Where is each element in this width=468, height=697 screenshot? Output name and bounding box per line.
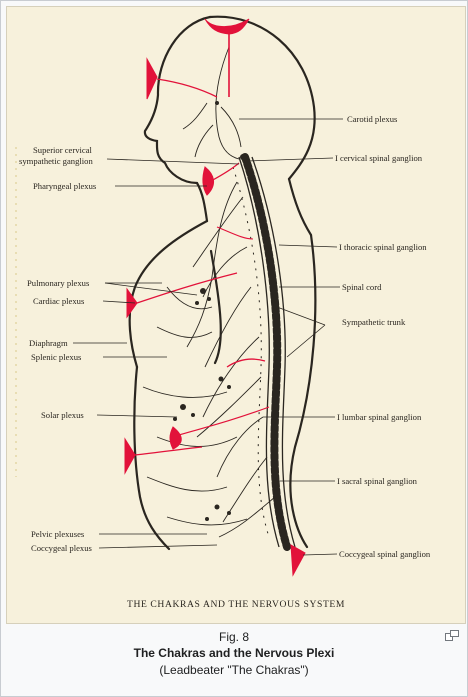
caption-source: (Leadbeater "The Chakras") — [159, 663, 309, 677]
leader-lines — [73, 118, 343, 556]
brow-chakra — [146, 57, 158, 100]
label-cardiac-plexus: Cardiac plexus — [33, 296, 85, 306]
label-carotid-plexus: Carotid plexus — [347, 114, 398, 124]
magnify-clip-icon[interactable] — [445, 628, 459, 641]
label-sacral-ganglion: I sacral spinal ganglion — [337, 476, 418, 486]
label-thoracic-ganglion: I thoracic spinal ganglion — [339, 242, 427, 252]
nervous-system-illustration: Superior cervical sympathetic ganglion P… — [15, 15, 431, 610]
sacral-chakra — [124, 437, 136, 475]
solar-chakra — [169, 426, 182, 450]
label-pulmonary-plexus: Pulmonary plexus — [27, 278, 90, 288]
figure-image[interactable]: Superior cervical sympathetic ganglion P… — [6, 6, 466, 624]
label-superior-cervical-2: sympathetic ganglion — [19, 156, 93, 166]
label-lumbar-ganglion: I lumbar spinal ganglion — [337, 412, 422, 422]
caption-fig-number: Fig. 8 — [218, 630, 249, 644]
label-diaphragm: Diaphragm — [29, 338, 68, 348]
plexus-clusters — [173, 101, 246, 521]
nerve-network — [142, 46, 276, 538]
throat-chakra — [202, 166, 214, 196]
root-chakra — [290, 544, 306, 577]
label-solar-plexus: Solar plexus — [41, 410, 84, 420]
label-coccygeal-plexus: Coccygeal plexus — [31, 543, 93, 553]
caption-title: The Chakras and the Nervous Plexi — [133, 646, 335, 660]
label-cervical-ganglion: I cervical spinal ganglion — [335, 153, 423, 163]
label-spinal-cord: Spinal cord — [342, 282, 382, 292]
label-pelvic-plexuses: Pelvic plexuses — [31, 529, 85, 539]
crown-chakra — [204, 18, 250, 35]
chakras — [124, 18, 306, 577]
spinal-column — [232, 153, 296, 551]
label-splenic-plexus: Splenic plexus — [31, 352, 82, 362]
label-sympathetic-trunk: Sympathetic trunk — [342, 317, 406, 327]
label-pharyngeal-plexus: Pharyngeal plexus — [33, 181, 97, 191]
figure-title: THE CHAKRAS AND THE NERVOUS SYSTEM — [127, 599, 345, 610]
figure-caption: Fig. 8 The Chakras and the Nervous Plexi… — [1, 629, 467, 679]
label-superior-cervical-1: Superior cervical — [33, 145, 93, 155]
label-coccygeal-ganglion: Coccygeal spinal ganglion — [339, 549, 431, 559]
